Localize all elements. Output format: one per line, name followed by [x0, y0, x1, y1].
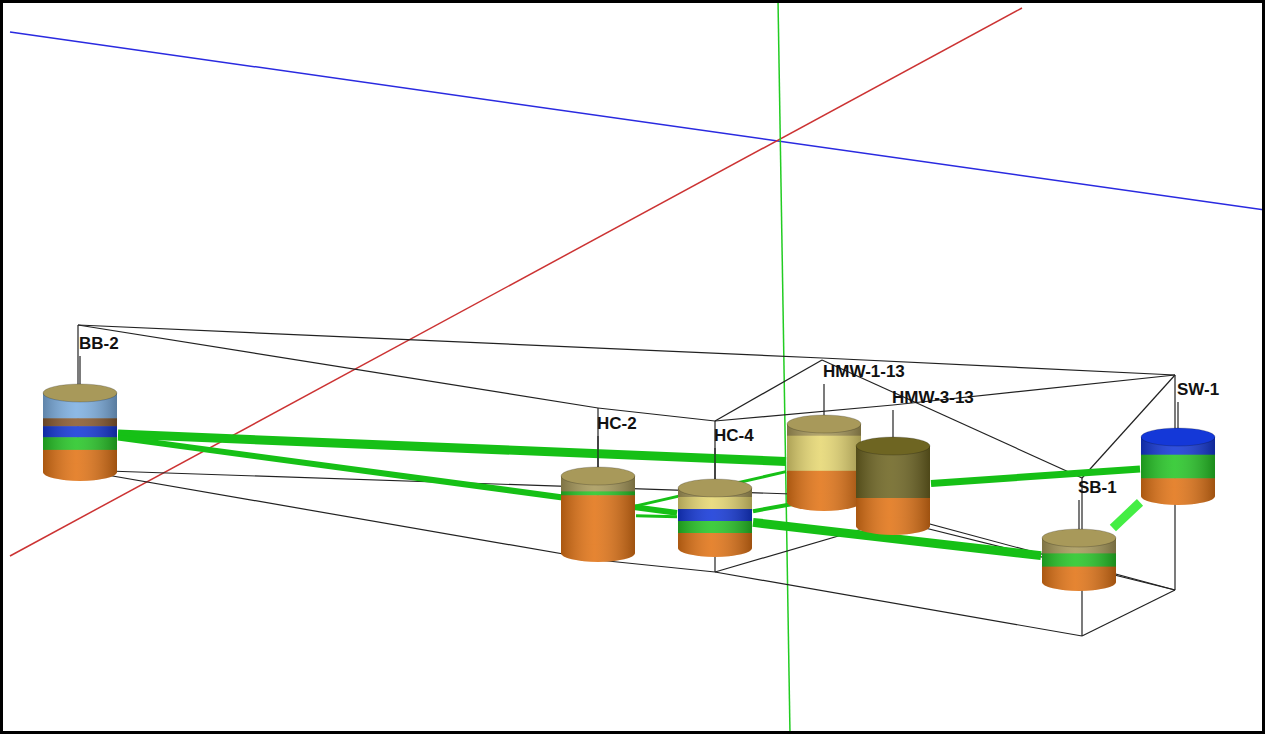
fence-panel — [118, 434, 786, 461]
borehole-label: SW-1 — [1177, 380, 1223, 400]
borehole-column: HMW-3-13 — [848, 388, 974, 536]
borehole-column: BB-2 — [35, 334, 125, 482]
borehole-label: HMW-3-13 — [892, 388, 974, 408]
borehole-cylinder — [1140, 427, 1216, 506]
fence-panel — [1113, 502, 1140, 528]
borehole-cylinder — [855, 436, 931, 536]
borehole-column: HC-2 — [553, 414, 643, 563]
borehole-column: SB-1 — [1034, 478, 1124, 592]
borehole-column: SW-1 — [1133, 380, 1223, 506]
borehole-cylinder — [786, 414, 862, 512]
borehole-cylinder — [42, 383, 118, 482]
borehole-label: BB-2 — [79, 334, 125, 354]
fence-panel — [636, 516, 677, 517]
borehole-label: HC-2 — [597, 414, 643, 434]
borehole-label: HC-4 — [714, 426, 760, 446]
borehole-cylinder — [677, 478, 753, 558]
borehole-label: SB-1 — [1078, 478, 1124, 498]
borehole-cylinder — [560, 466, 636, 563]
borehole-label: HMW-1-13 — [823, 362, 905, 382]
borehole-cylinder — [1041, 528, 1117, 592]
borehole-column: HC-4 — [670, 426, 760, 558]
